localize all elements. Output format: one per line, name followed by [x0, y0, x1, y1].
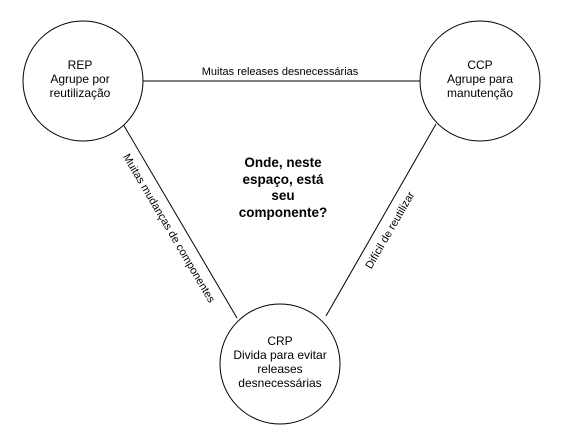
edge-rep-crp [122, 123, 238, 319]
node-ccp-title: CCP [467, 58, 492, 72]
node-rep-line1: Agrupe por [50, 72, 109, 86]
center-question-line3: seu [271, 188, 294, 203]
node-ccp: CCP Agrupe para manutenção [419, 20, 541, 142]
edge-label-ccp-crp: Difícil de reutilizar [364, 190, 418, 271]
node-rep-line2: reutilização [50, 86, 111, 100]
edge-label-rep-ccp: Muitas releases desnecessárias [202, 66, 359, 78]
node-ccp-line1: Agrupe para [447, 72, 513, 86]
edge-label-rep-crp: Muitas mudanças de componentes [120, 152, 217, 306]
node-ccp-line2: manutenção [447, 86, 513, 100]
center-question-line4: componente? [239, 205, 328, 220]
edge-ccp-crp [325, 123, 437, 317]
node-crp-line1: Divida para evitar [233, 348, 326, 362]
center-question: Onde, neste espaço, está seu componente? [239, 155, 328, 220]
node-rep-title: REP [68, 58, 93, 72]
edge-label-rep-ccp-group: Muitas releases desnecessárias [192, 63, 368, 78]
node-crp-line2: releases [257, 362, 302, 376]
node-rep: REP Agrupe por reutilização [22, 20, 144, 142]
center-question-line1: Onde, neste [244, 155, 322, 170]
node-crp: CRP Divida para evitar releases desneces… [219, 303, 341, 425]
node-crp-title: CRP [267, 334, 292, 348]
node-crp-line3: desnecessárias [238, 376, 321, 390]
center-question-line2: espaço, está [242, 172, 324, 187]
